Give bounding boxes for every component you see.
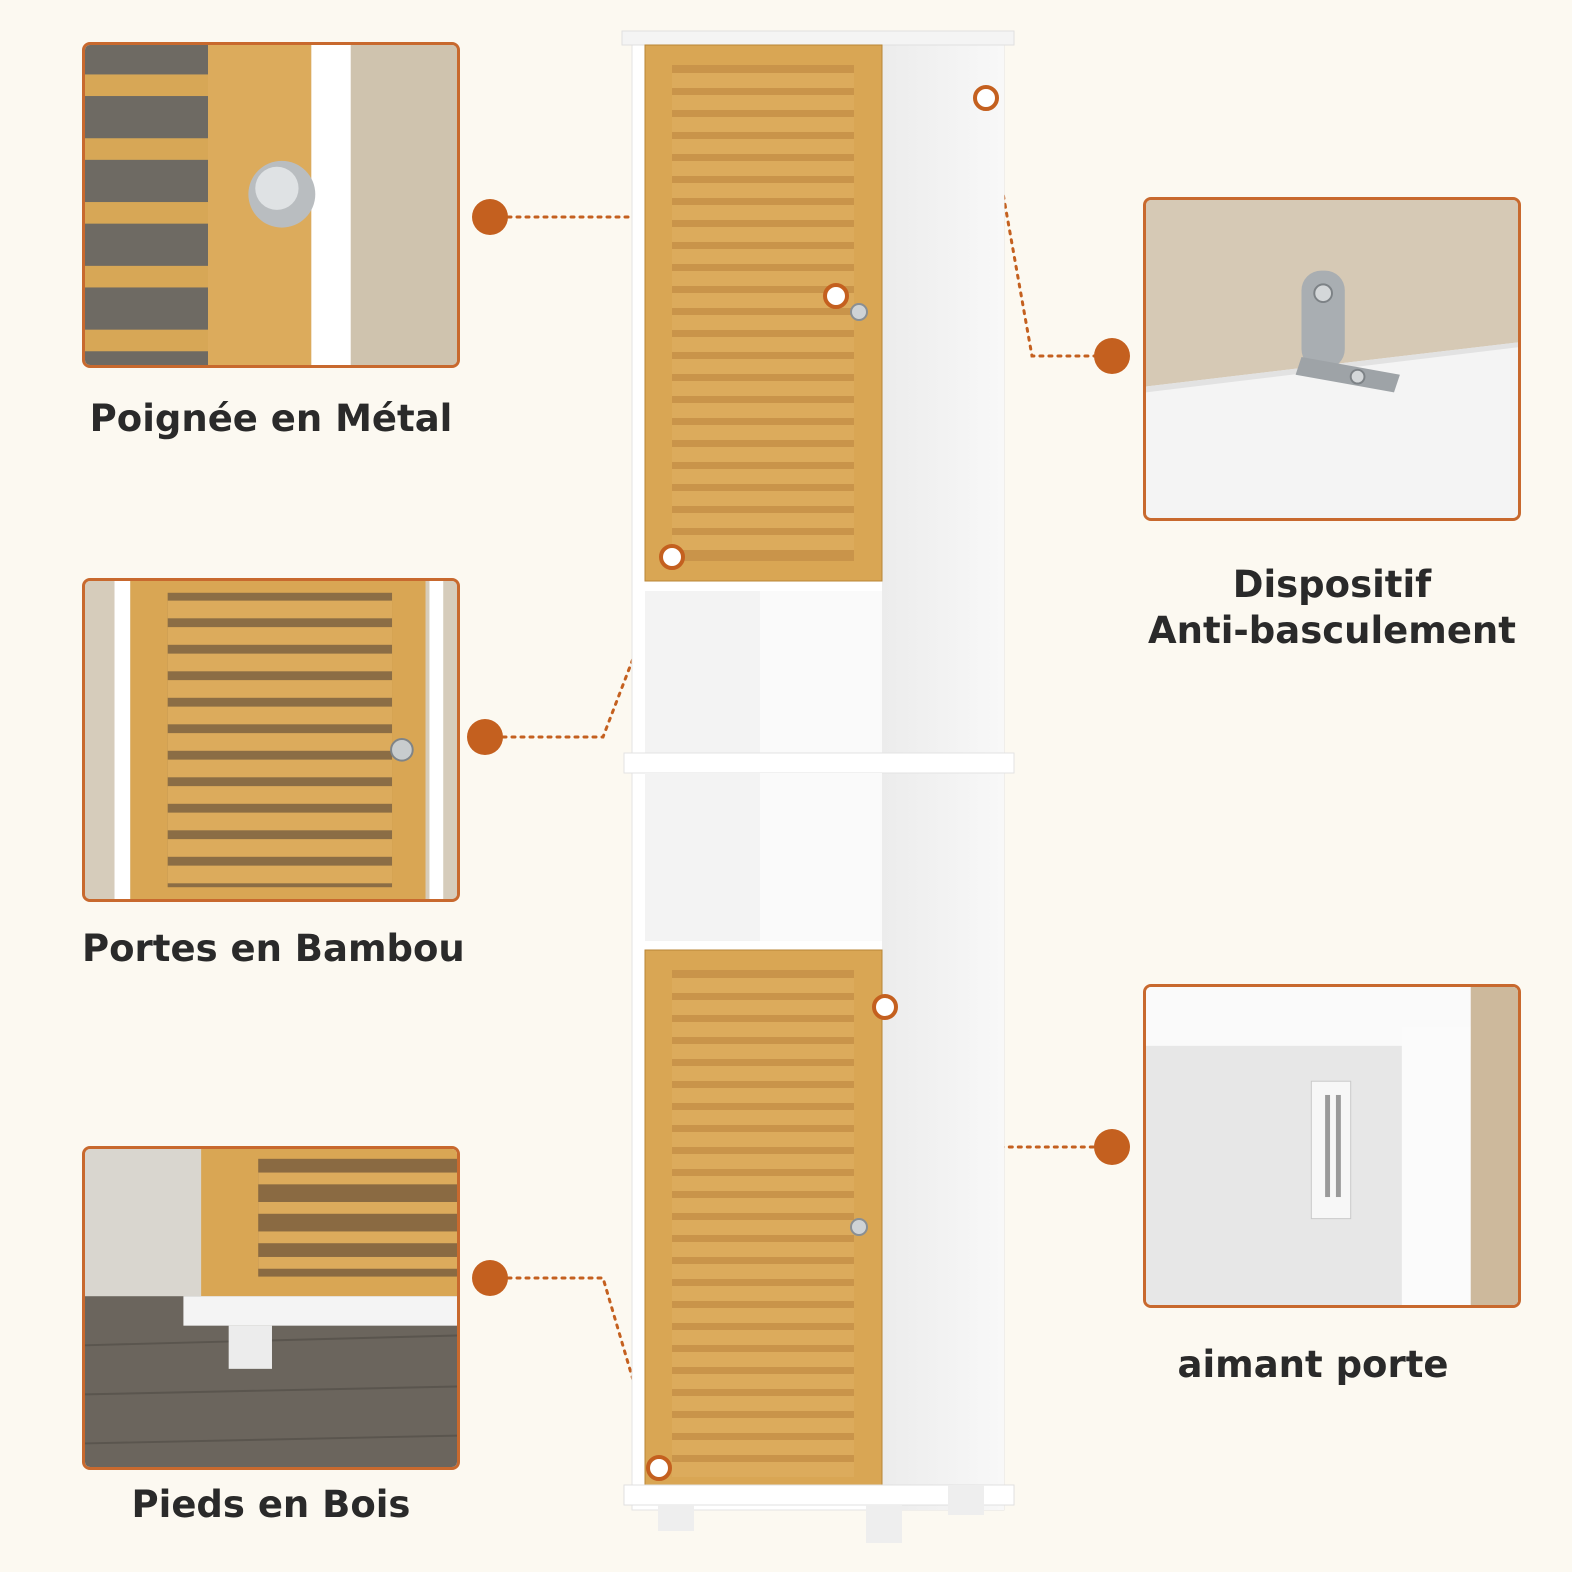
- louvre-slat: [672, 447, 854, 462]
- louvre-slat: [167, 759, 393, 778]
- louvre-slat: [672, 139, 854, 154]
- louvre-slat: [672, 1242, 854, 1257]
- louvre-slat: [672, 117, 854, 132]
- louvre-slat: [672, 1000, 854, 1015]
- louvre-slat: [672, 1396, 854, 1411]
- caption-anti-tip-line-1: Dispositif: [1232, 563, 1432, 606]
- louvre-slat: [672, 1440, 854, 1455]
- louvre-slat: [672, 1374, 854, 1389]
- louvre-slat: [672, 95, 854, 110]
- louvre-slat: [672, 1066, 854, 1081]
- anchor-ring-magnet: [872, 994, 898, 1020]
- louvre-slat: [672, 1220, 854, 1235]
- caption-handle: Poignée en Métal: [82, 396, 460, 442]
- louvre-slat: [672, 1132, 854, 1147]
- louvre-slat: [672, 1330, 854, 1345]
- detail-photo-anti-tip: [1143, 197, 1521, 521]
- louvre-slat: [672, 403, 854, 418]
- louvre-slat: [672, 359, 854, 374]
- caption-magnet: aimant porte: [1143, 1342, 1483, 1388]
- louvre-slat: [672, 491, 854, 506]
- louvre-slat: [672, 1286, 854, 1301]
- louvre-slat: [672, 1088, 854, 1103]
- louvre-slat: [672, 1154, 854, 1169]
- louvre-slat: [672, 337, 854, 352]
- louvre-slat: [672, 293, 854, 308]
- louvre-slat: [672, 978, 854, 993]
- louvre-slat: [672, 469, 854, 484]
- louvre-slat: [672, 315, 854, 330]
- louvre-slat: [672, 1198, 854, 1213]
- callout-dot-feet: [472, 1260, 508, 1296]
- louvre-slat: [167, 865, 393, 884]
- louvre-slat: [167, 600, 393, 619]
- caption-feet: Pieds en Bois: [82, 1482, 460, 1528]
- louvre-slat: [167, 839, 393, 857]
- louvre-slat: [672, 73, 854, 88]
- callout-dot-anti-tip: [1094, 338, 1130, 374]
- louvre-slat: [672, 205, 854, 220]
- louvre-slat: [672, 1022, 854, 1037]
- louvre-slat: [672, 1176, 854, 1191]
- louvre-slat: [167, 680, 393, 698]
- louvre-slat: [167, 627, 393, 645]
- louvre-slat: [672, 227, 854, 242]
- anchor-ring-handle: [823, 283, 849, 309]
- louvre-slat: [672, 1462, 854, 1477]
- detail-photo-doors: [82, 578, 460, 902]
- callout-dot-doors: [467, 719, 503, 755]
- caption-feet-line: Pieds en Bois: [131, 1483, 411, 1526]
- detail-photo-magnet: [1143, 984, 1521, 1308]
- detail-photo-feet: [82, 1146, 460, 1470]
- louvre-slat: [672, 381, 854, 396]
- caption-doors-line: Portes en Bambou: [82, 927, 465, 970]
- louvre-slat: [672, 1044, 854, 1059]
- louvre-slat: [167, 733, 393, 751]
- louvre-slat: [167, 786, 393, 804]
- caption-magnet-line: aimant porte: [1177, 1343, 1449, 1386]
- caption-doors: Portes en Bambou: [82, 926, 465, 972]
- anchor-ring-feet: [646, 1455, 672, 1481]
- caption-handle-line: Poignée en Métal: [89, 397, 453, 440]
- louvre-slat: [672, 1418, 854, 1433]
- louvre-slat: [672, 1264, 854, 1279]
- anchor-ring-doors: [659, 544, 685, 570]
- caption-anti-tip-line-2: Anti-basculement: [1148, 609, 1516, 652]
- callout-dot-handle: [472, 199, 508, 235]
- louvre-slat: [672, 1110, 854, 1125]
- caption-anti-tip: Dispositif Anti-basculement: [1113, 562, 1551, 654]
- louvre-slat: [672, 249, 854, 264]
- louvre-slat: [167, 812, 393, 831]
- louvre-slat: [167, 706, 393, 725]
- louvre-slat: [672, 183, 854, 198]
- louvre-slat: [672, 513, 854, 528]
- callout-dot-magnet: [1094, 1129, 1130, 1165]
- louvre-slat: [672, 161, 854, 176]
- louvre-slat: [167, 653, 393, 672]
- tall-cabinet: [621, 30, 1015, 1543]
- louvre-slat: [672, 1352, 854, 1367]
- detail-photo-handle: [82, 42, 460, 368]
- louvre-slat: [672, 535, 854, 550]
- louvre-slat: [672, 1308, 854, 1323]
- anchor-ring-anti-tip: [973, 85, 999, 111]
- louvre-slat: [672, 425, 854, 440]
- louvre-slat: [672, 271, 854, 286]
